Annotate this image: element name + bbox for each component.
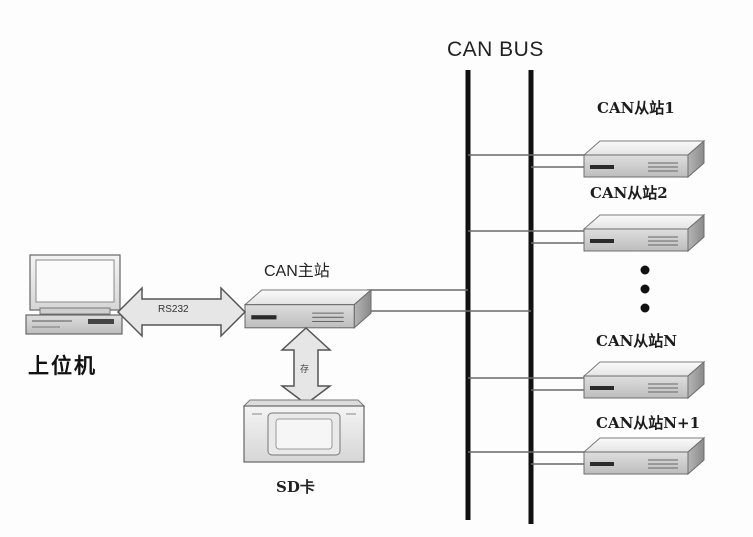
slave-device-n-icon [583,361,705,399]
host-label: 上位机 [28,354,97,378]
host-computer-icon [25,254,123,335]
sd-card-label: SD卡 [276,478,315,496]
slave-device-2-icon [583,214,705,252]
master-device-icon [244,289,372,329]
storage-link-label: 存 [300,364,310,374]
slave-n-label: CAN从站N [596,332,677,350]
slave-2-label: CAN从站2 [590,184,668,202]
slave-n1-label: CAN从站N+1 [596,414,701,432]
sd-card-device-icon [242,399,366,463]
rs232-arrow-icon [116,286,247,338]
slave-device-n1-icon [583,437,705,475]
can-bus-label: CAN BUS [447,38,544,61]
master-label: CAN主站 [264,263,330,280]
rs232-label: RS232 [158,304,189,315]
slave-connections [468,154,585,465]
master-connections [367,289,531,312]
slave-device-1-icon [583,140,705,178]
slave-1-label: CAN从站1 [597,99,675,117]
ellipsis-dots-icon [640,265,650,313]
